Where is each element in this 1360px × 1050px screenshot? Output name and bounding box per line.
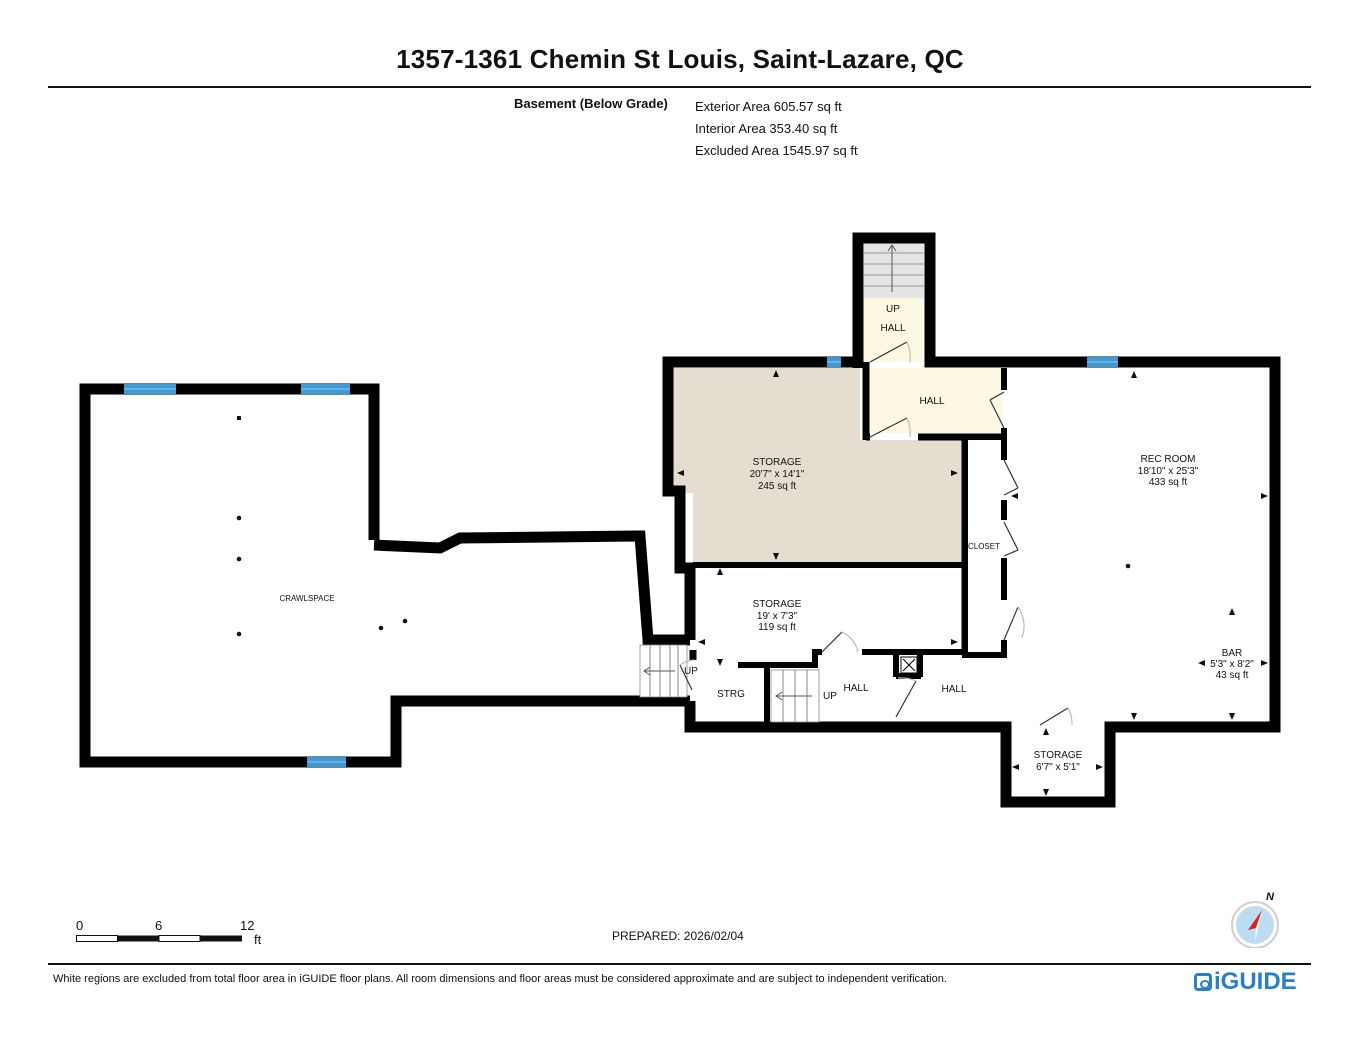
room-label-hall-lower-1: HALL: [843, 683, 868, 694]
walls: [79, 232, 1281, 808]
hall-upper-fill: [864, 368, 1003, 433]
scale-unit: ft: [254, 932, 262, 947]
room-label-rec-room: REC ROOM: [1141, 454, 1196, 465]
closet-fill: [968, 440, 1001, 652]
room-dims-rec-room: 18'10" x 25'3": [1138, 466, 1199, 477]
room-dims-storage-3: 6'7" x 5'1": [1036, 762, 1080, 773]
stair-top: [864, 242, 924, 298]
room-label-strg: STRG: [717, 689, 745, 700]
prepared-date: PREPARED: 2026/02/04: [612, 929, 744, 943]
stair-label-middle: UP: [823, 691, 837, 702]
room-dims-storage-main: 20'7" x 14'1": [750, 469, 805, 480]
windows: [124, 357, 1118, 767]
room-label-hall-upper: HALL: [919, 396, 944, 407]
header-divider: [48, 86, 1311, 88]
stair-label-top: UP: [886, 304, 900, 315]
room-dims-storage-2: 19' x 7'3": [757, 611, 798, 622]
page-title: 1357-1361 Chemin St Louis, Saint-Lazare,…: [396, 44, 964, 74]
iguide-logo-icon: [1194, 973, 1212, 991]
room-label-hall-lower-2: HALL: [941, 684, 966, 695]
room-dims-bar: 5'3" x 8'2": [1210, 659, 1254, 670]
utility-box-icon: [900, 656, 918, 674]
room-area-rec-room: 433 sq ft: [1149, 477, 1188, 488]
brand-name: iGUIDE: [1214, 968, 1297, 995]
disclaimer: White regions are excluded from total fl…: [53, 973, 947, 985]
room-label-storage-3: STORAGE: [1034, 750, 1083, 761]
stair-label-left: UP: [684, 666, 698, 677]
compass-north-label: N: [1266, 891, 1275, 903]
room-label-closet: CLOSET: [968, 542, 1000, 551]
exterior-area: Exterior Area 605.57 sq ft: [695, 99, 842, 114]
room-label-storage-main: STORAGE: [753, 457, 802, 468]
door-swings: [679, 341, 1073, 726]
stair-left: [639, 644, 688, 698]
room-label-crawlspace: CRAWLSPACE: [279, 594, 334, 603]
compass-icon: N: [1226, 888, 1282, 953]
room-labels: CRAWLSPACE STORAGE 20'7" x 14'1" 245 sq …: [279, 304, 1254, 773]
room-label-storage-2: STORAGE: [753, 599, 802, 610]
iguide-logo: iGUIDE: [1194, 968, 1297, 996]
footer-divider: [48, 963, 1311, 965]
excluded-area: Excluded Area 1545.97 sq ft: [695, 143, 858, 158]
floor-name: Basement (Below Grade): [514, 96, 668, 111]
scale-tick-12: 12: [240, 918, 255, 933]
storage-main-fill: [673, 368, 962, 565]
room-area-bar: 43 sq ft: [1216, 670, 1249, 681]
stair-middle: [770, 669, 820, 723]
survey-points: [236, 416, 1131, 637]
scale-tick-0: 0: [76, 918, 84, 933]
scale-tick-6: 6: [155, 918, 163, 933]
dimension-markers: [677, 370, 1268, 796]
room-area-storage-main: 245 sq ft: [758, 481, 797, 492]
room-area-storage-2: 119 sq ft: [758, 622, 796, 633]
room-label-hall-stair: HALL: [880, 323, 905, 334]
room-label-bar: BAR: [1222, 648, 1243, 659]
interior-area: Interior Area 353.40 sq ft: [695, 121, 838, 136]
